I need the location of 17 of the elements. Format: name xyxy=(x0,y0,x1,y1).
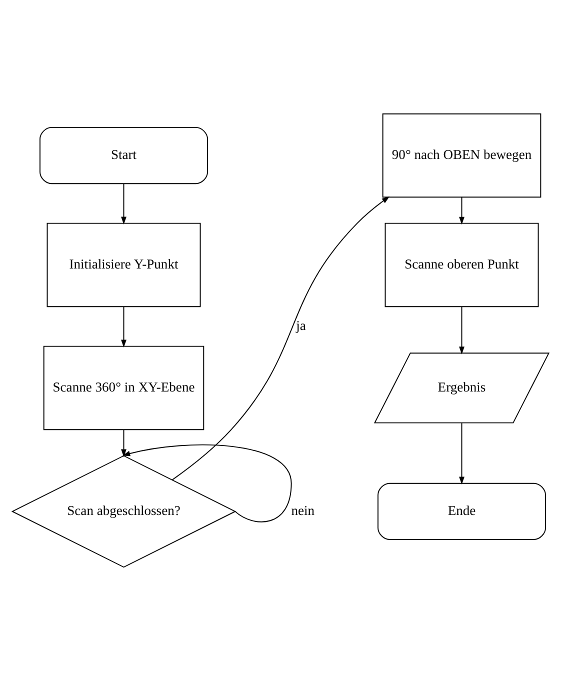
arrow xyxy=(121,306,126,348)
node-diamond: Scan abgeschlossen? xyxy=(11,455,236,568)
arrow xyxy=(172,196,390,480)
node-box: Scanne oberen Punkt xyxy=(384,222,539,308)
node-box: 90° nach OBEN bewegen xyxy=(382,113,542,198)
arrow xyxy=(459,306,464,354)
node-box: Initialisiere Y-Punkt xyxy=(46,222,201,308)
arrow xyxy=(121,183,126,224)
node-box: Ende xyxy=(378,482,546,540)
node-box: Scanne 360° in XY-Ebene xyxy=(43,346,204,430)
arrow xyxy=(459,422,464,485)
edge-label: ja xyxy=(296,318,306,334)
edge-label: nein xyxy=(291,503,315,518)
arrow xyxy=(122,444,292,522)
node-box: Start xyxy=(40,126,208,184)
arrow xyxy=(459,196,464,225)
arrow xyxy=(121,429,126,457)
